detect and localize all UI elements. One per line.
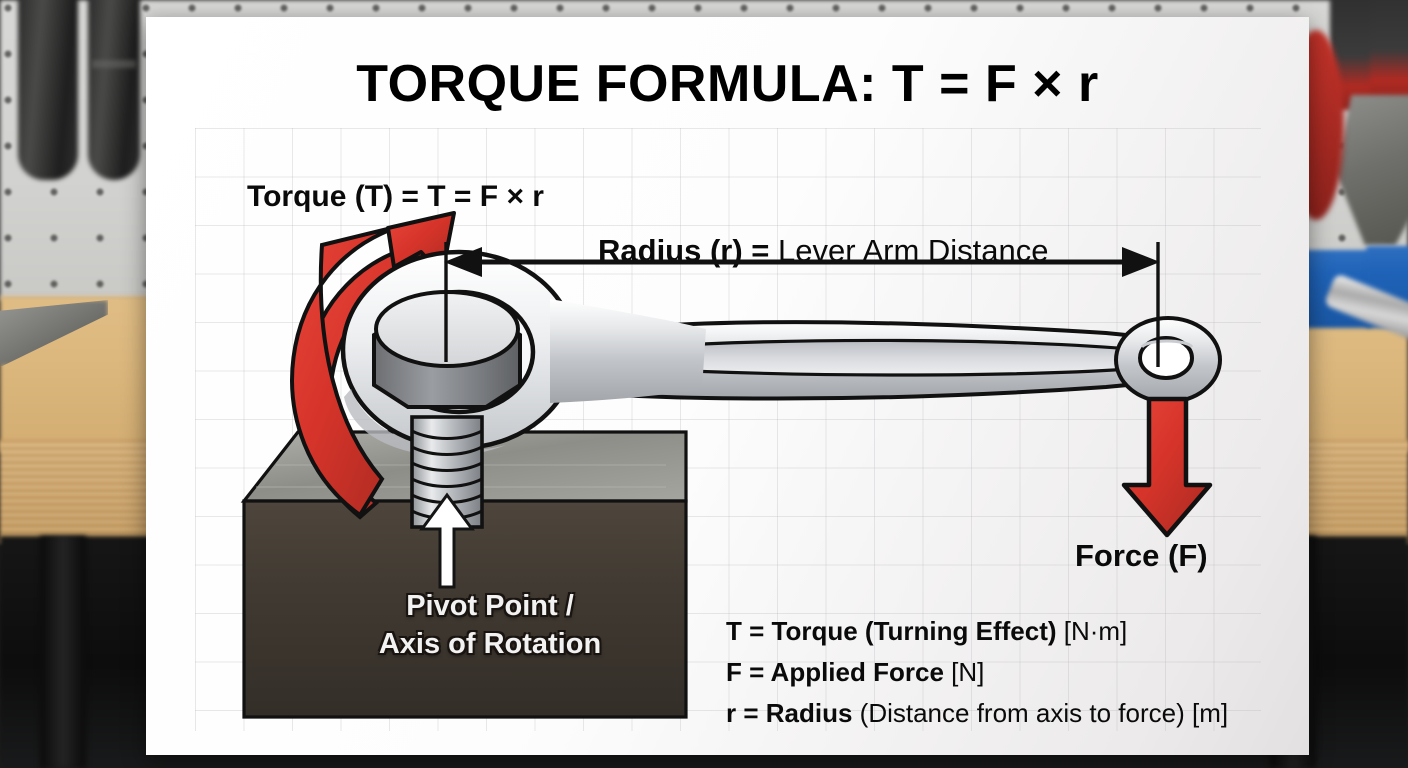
tool-band (92, 60, 136, 68)
diagram-paper: TORQUE FORMULA: T = F × r Torque (T) = T… (146, 17, 1309, 755)
pliers-icon (1330, 0, 1408, 250)
legend-row-regular: [N] (943, 657, 985, 687)
legend-row-bold: F = Applied Force (726, 657, 944, 687)
force-arrow-icon (1121, 396, 1213, 538)
pivot-callout-arrow-icon (419, 492, 475, 589)
torque-label: Torque (T) = T = F × r (247, 180, 544, 213)
tool-handle-icon (88, 0, 140, 180)
legend-row-regular: [N·m] (1056, 616, 1128, 646)
pivot-point-label: Pivot Point / Axis of Rotation (352, 587, 628, 663)
radius-dimension-line (444, 242, 1160, 367)
legend-row-bold: T = Torque (Turning Effect) (726, 616, 1057, 646)
page-title: TORQUE FORMULA: T = F × r (356, 55, 1099, 113)
legend-row-regular: (Distance from axis to force) [m] (852, 698, 1229, 728)
pivot-point-label-line2: Axis of Rotation (378, 628, 602, 660)
formula-legend: T = Torque (Turning Effect) [N·m] F = Ap… (726, 611, 1228, 734)
legend-row-bold: r = Radius (726, 698, 853, 728)
torque-illustration (240, 211, 1222, 719)
force-label: Force (F) (1075, 538, 1208, 573)
pivot-point-label-line1: Pivot Point / (406, 590, 574, 622)
legend-row: T = Torque (Turning Effect) [N·m] (726, 611, 1228, 652)
bench-leg (40, 536, 86, 768)
legend-row: r = Radius (Distance from axis to force)… (726, 693, 1228, 734)
tool-handle-icon (18, 0, 78, 180)
legend-row: F = Applied Force [N] (726, 652, 1228, 693)
